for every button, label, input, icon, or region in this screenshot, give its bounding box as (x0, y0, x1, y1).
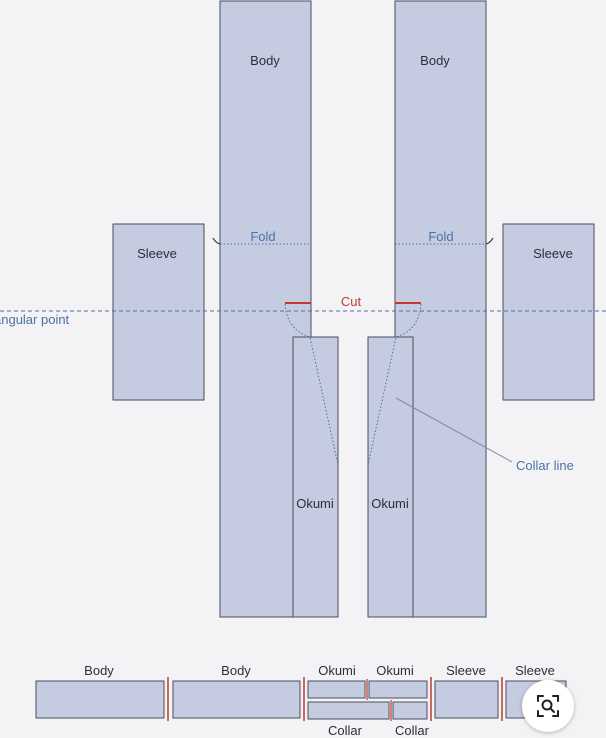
collar-line-leader (395, 397, 513, 463)
sleeve-label-left: Sleeve (137, 246, 177, 261)
body-label-right: Body (420, 53, 450, 68)
okumi-panel-left (292, 336, 339, 618)
bolt-okumi-2 (368, 680, 428, 699)
fold-mark-left (212, 237, 221, 245)
bolt-label-okumi-2: Okumi (376, 663, 414, 678)
bolt-label-sleeve-1: Sleeve (446, 663, 486, 678)
sleeve-panel-left (112, 223, 205, 401)
bolt-label-collar-1: Collar (328, 723, 363, 738)
fold-label-right: Fold (428, 229, 453, 244)
okumi-label-right: Okumi (371, 496, 409, 511)
bolt-collar-1 (307, 701, 390, 720)
okumi-label-left: Okumi (296, 496, 334, 511)
bolt-collar-2 (392, 701, 428, 720)
bolt-label-collar-2: Collar (395, 723, 430, 738)
visual-search-icon (537, 695, 559, 717)
fold-label-left: Fold (250, 229, 275, 244)
okumi-panel-right (367, 336, 414, 618)
bolt-label-body-2: Body (221, 663, 251, 678)
fabric-bolt-layout: Body Body Okumi Okumi Sleeve Sleeve Coll… (35, 663, 567, 738)
collar-line-left (284, 303, 339, 466)
bolt-body-1 (35, 680, 165, 719)
sleeve-label-right: Sleeve (533, 246, 573, 261)
body-label-left: Body (250, 53, 280, 68)
bolt-body-2 (172, 680, 301, 719)
sleeve-panel-right (502, 223, 595, 401)
collar-line-right (367, 303, 422, 466)
bolt-label-body-1: Body (84, 663, 114, 678)
bolt-sleeve-1 (434, 680, 499, 719)
angular-point-label: angular point (0, 312, 70, 327)
bolt-label-okumi-1: Okumi (318, 663, 356, 678)
cut-label: Cut (341, 294, 362, 309)
bolt-label-sleeve-2: Sleeve (515, 663, 555, 678)
fold-mark-right (485, 237, 494, 245)
visual-search-button[interactable] (522, 680, 574, 732)
bolt-okumi-1 (307, 680, 366, 699)
collar-line-label: Collar line (516, 458, 574, 473)
